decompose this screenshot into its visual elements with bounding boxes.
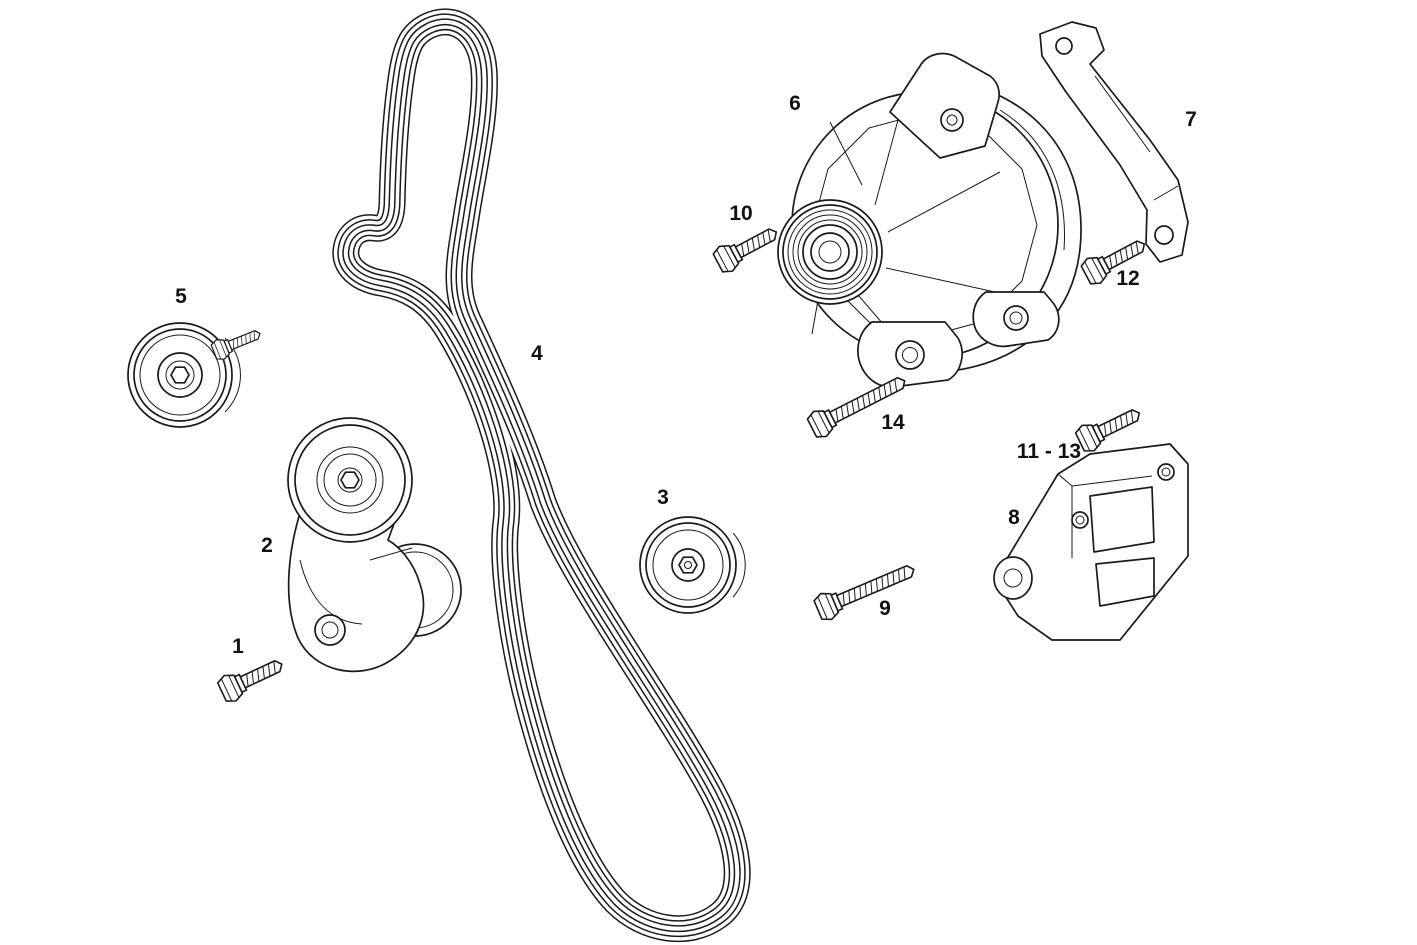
alternator-top-ear-hole [940, 108, 964, 132]
strap-outline [1039, 21, 1189, 263]
tensioner-pulley-rim [287, 417, 413, 543]
pulley5-rim [127, 322, 233, 428]
tensioner-pivot [314, 614, 346, 646]
part-label-12: 12 [1116, 267, 1139, 290]
part-label-4: 4 [531, 342, 543, 365]
part-label-5: 5 [175, 285, 187, 308]
bolt-shape [215, 650, 289, 706]
bolt-9 [811, 555, 921, 624]
belt-tensioner [287, 417, 462, 673]
part-labels: 5 2 1 4 3 10 6 7 12 14 11 - 13 8 9 [175, 92, 1197, 658]
part-label-9: 9 [879, 597, 891, 620]
alternator-pulley-hub [810, 232, 850, 272]
pulley5-groove2 [139, 334, 221, 416]
bracket8-hole-right [1157, 463, 1175, 481]
bolt-12 [1078, 230, 1152, 289]
alternator-pulley-rib2 [787, 209, 873, 295]
part-label-7: 7 [1185, 108, 1197, 131]
bracket8-hole-right-bore [1161, 467, 1171, 477]
alternator-radial-lines [811, 119, 1001, 335]
bolt-shape [811, 555, 921, 624]
alternator-pulley-rim [777, 199, 883, 305]
pulley3-center-hex [678, 556, 698, 574]
part-label-14: 14 [881, 411, 905, 434]
bracket8-hole-left [1071, 511, 1089, 529]
alternator-pulley-rib4 [797, 219, 863, 285]
part-label-2: 2 [261, 534, 273, 557]
part-label-10: 10 [729, 202, 752, 225]
bracket8-hole-left-bore [1075, 515, 1085, 525]
bracket8-boss [993, 556, 1033, 600]
pulley3-groove2 [652, 529, 724, 601]
bolt-11-13 [1073, 399, 1147, 456]
bracket8-window-top [1089, 486, 1155, 553]
part-label-1: 1 [232, 635, 244, 658]
alternator-rear-rib [999, 109, 1065, 251]
pulley5-groove [133, 328, 227, 422]
alternator-pulley-bore [818, 240, 842, 264]
tensioner-pivot-bore [321, 621, 339, 639]
part-label-3: 3 [657, 486, 669, 509]
bolt-shape [710, 218, 784, 277]
pulley3-center-dot [684, 561, 692, 569]
strap-hole-bottom [1154, 225, 1174, 245]
pulley5-center-hex [170, 366, 190, 384]
tensioner-pulley-boltwasher [337, 467, 363, 493]
alternator-ear-right-bore [1009, 311, 1023, 325]
alternator-ear-left [857, 321, 963, 388]
bracket8-boss-bore [1003, 568, 1023, 588]
tensioner-center-hex [340, 471, 360, 489]
alternator [777, 52, 1082, 388]
alternator-ear-left-hole [895, 340, 925, 370]
pulley3-groove [645, 522, 731, 608]
pulley5-washer [165, 360, 195, 390]
alternator-ear-right [972, 291, 1060, 348]
alternator-ear-right-hole [1003, 305, 1029, 331]
tensioner-arm-edge [369, 547, 413, 561]
tensioner-pulley-face [316, 446, 384, 514]
pulley3-rim [639, 516, 737, 614]
alternator-ear-left-bore [902, 347, 918, 363]
tensioner-pulley-groove [294, 424, 406, 536]
tensioner-housing-detail [299, 559, 363, 625]
bolt-shape [1078, 230, 1152, 289]
bolt-shape [1073, 399, 1147, 456]
bracket8-inner-edges [1057, 473, 1153, 558]
strap-thickness-lines [1094, 75, 1179, 201]
pulley5-hub [157, 352, 203, 398]
part-label-6: 6 [789, 92, 801, 115]
bolt-1 [215, 650, 289, 706]
alternator-pulley-face [802, 224, 858, 280]
bolt-10 [710, 218, 784, 277]
idler-pulley-3 [639, 516, 746, 614]
part-label-11-13: 11 - 13 [1017, 440, 1081, 463]
strap-bracket-7 [1039, 21, 1189, 263]
alternator-pulley-rib1 [782, 204, 878, 300]
tensioner-pulley-washer [323, 453, 377, 507]
pulley3-hub [671, 548, 705, 582]
idler-pulley-5 [127, 322, 265, 428]
alternator-top-ear [889, 52, 1000, 159]
mounting-bracket-8 [993, 443, 1189, 641]
part-label-8: 8 [1008, 506, 1020, 529]
alternator-top-ear-bore [946, 114, 958, 126]
strap-hole-top [1055, 37, 1073, 55]
alternator-pulley-rib3 [792, 214, 868, 290]
pulley3-depth-arc [732, 532, 746, 598]
bracket8-window-bottom [1095, 557, 1155, 607]
